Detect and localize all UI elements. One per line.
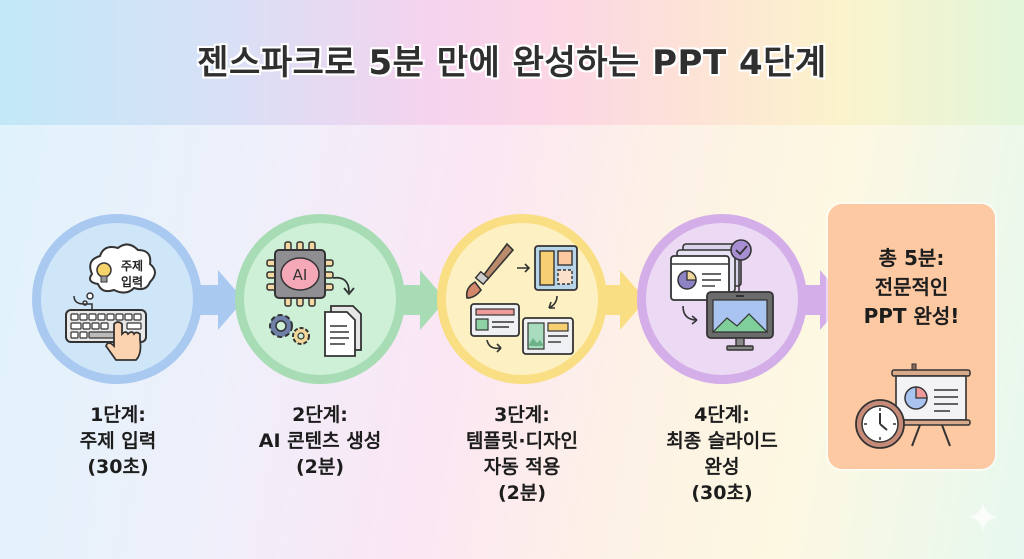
final-summary-text: 총 5분: 전문적인 PPT 완성! xyxy=(828,244,995,331)
step-2-time: (2분) xyxy=(295,456,345,478)
svg-text:주제: 주제 xyxy=(121,259,143,273)
arrow-right-icon xyxy=(398,270,446,330)
arrow-right-icon xyxy=(798,270,846,330)
step-2-title: 2단계: xyxy=(292,404,348,426)
step-4-time: (30초) xyxy=(691,482,753,504)
step-1-time: (30초) xyxy=(87,456,149,478)
svg-text:AI: AI xyxy=(293,266,308,284)
svg-text:입력: 입력 xyxy=(121,275,143,289)
final-line-3: PPT 완성! xyxy=(863,304,960,328)
step-1-desc: 주제 입력 xyxy=(79,430,157,452)
step-4-desc-1: 최종 슬라이드 xyxy=(666,430,778,452)
page-title: 젠스파크로 5분 만에 완성하는 PPT 4단계 xyxy=(197,43,827,83)
final-line-2: 전문적인 xyxy=(874,275,949,299)
step-3-label: 3단계: 템플릿·디자인 자동 적용 (2분) xyxy=(422,402,622,506)
arrow-right-icon xyxy=(196,270,244,330)
clock-presentation-icon xyxy=(855,363,971,449)
slides-monitor-icon xyxy=(670,239,774,351)
arrow-right-icon xyxy=(598,270,646,330)
step-2-desc: AI 콘텐츠 생성 xyxy=(258,430,382,452)
step-4-desc-2: 완성 xyxy=(704,456,740,478)
design-template-icon xyxy=(465,242,578,355)
ai-chip-document-icon: AI xyxy=(266,241,362,357)
step-3-desc-2: 자동 적용 xyxy=(483,456,561,478)
step-4-circle xyxy=(637,214,807,384)
step-3-time: (2분) xyxy=(497,482,547,504)
step-2-circle: AI xyxy=(235,214,405,384)
keyboard-idea-icon: 주제 입력 xyxy=(65,243,156,361)
step-1-title: 1단계: xyxy=(90,404,146,426)
step-3-circle xyxy=(437,214,607,384)
final-line-1: 총 5분: xyxy=(878,246,945,270)
final-summary-card: 총 5분: 전문적인 PPT 완성! xyxy=(828,204,995,469)
step-1-circle: 주제 입력 xyxy=(32,214,202,384)
step-4-title: 4단계: xyxy=(694,404,750,426)
step-3-title: 3단계: xyxy=(494,404,550,426)
header-banner: 젠스파크로 5분 만에 완성하는 PPT 4단계 xyxy=(0,0,1024,125)
step-1-label: 1단계: 주제 입력 (30초) xyxy=(18,402,218,480)
sparkle-icon xyxy=(968,502,998,532)
step-4-label: 4단계: 최종 슬라이드 완성 (30초) xyxy=(622,402,822,506)
step-3-desc-1: 템플릿·디자인 xyxy=(465,430,579,452)
step-2-label: 2단계: AI 콘텐츠 생성 (2분) xyxy=(220,402,420,480)
